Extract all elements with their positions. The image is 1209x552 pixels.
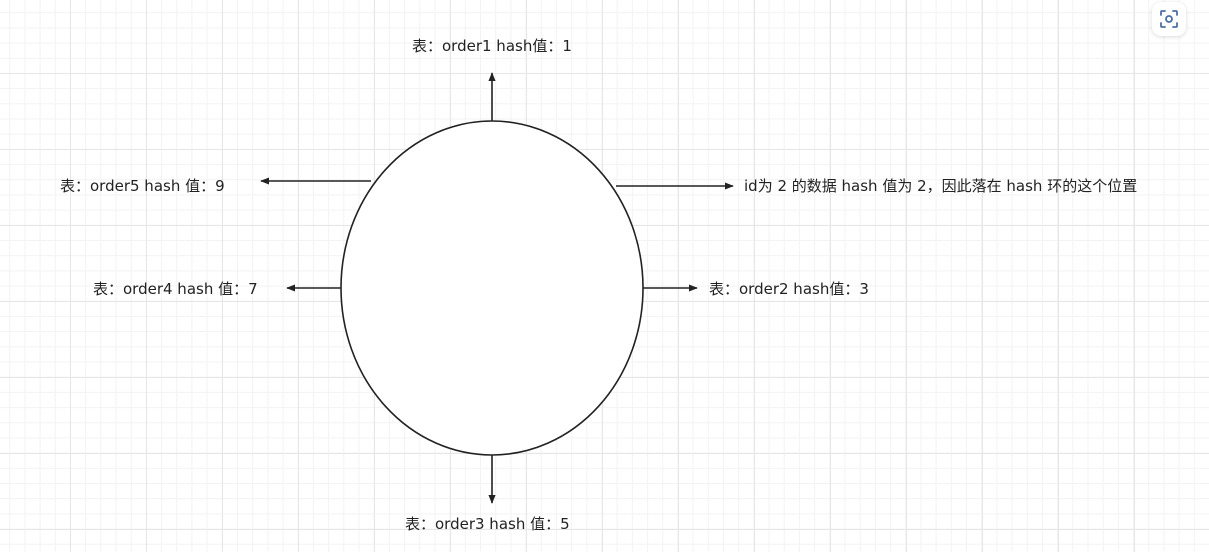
label-id2-position[interactable]: id为 2 的数据 hash 值为 2，因此落在 hash 环的这个位置	[744, 177, 1138, 195]
label-order4[interactable]: 表：order4 hash 值：7	[93, 280, 258, 298]
label-order5[interactable]: 表：order5 hash 值：9	[60, 177, 225, 195]
label-order2[interactable]: 表：order2 hash值：3	[709, 280, 869, 298]
scan-focus-icon	[1160, 10, 1178, 28]
label-order1[interactable]: 表：order1 hash值：1	[412, 37, 572, 55]
focus-button[interactable]	[1152, 2, 1186, 36]
hash-ring[interactable]	[340, 120, 644, 456]
label-order3[interactable]: 表：order3 hash 值：5	[405, 515, 570, 533]
